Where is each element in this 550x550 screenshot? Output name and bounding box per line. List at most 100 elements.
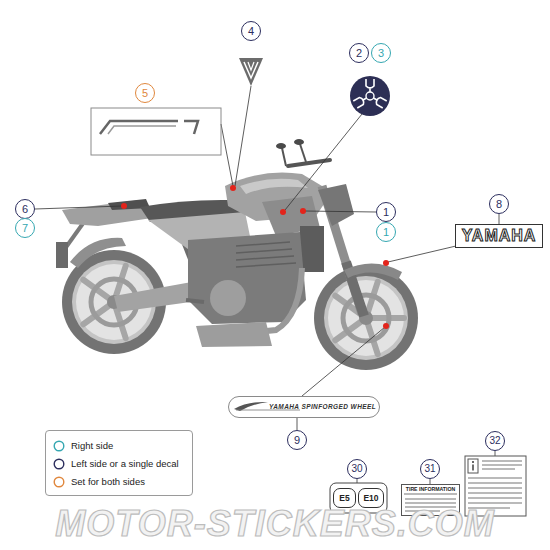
callout-number: 9 xyxy=(287,430,307,450)
callout-label: 3 xyxy=(378,48,384,59)
callout-number: 31 xyxy=(420,459,440,479)
connector-line xyxy=(430,479,431,484)
logo-stripe xyxy=(244,62,258,78)
decal-text: YAMAHA xyxy=(462,228,537,244)
fin xyxy=(236,256,294,260)
text-line xyxy=(468,482,522,483)
front-fender xyxy=(344,263,402,280)
callout-label: 6 xyxy=(22,204,28,215)
callout-number: 1 xyxy=(376,202,396,222)
callout-label: 30 xyxy=(351,464,362,474)
info-icon-bar xyxy=(472,465,473,471)
engine xyxy=(188,232,306,324)
callout-label: 2 xyxy=(356,48,362,59)
headlight xyxy=(318,184,354,226)
connector-line xyxy=(297,418,298,430)
engine-fins xyxy=(236,242,296,267)
position-dot xyxy=(383,323,389,329)
decal-text: E10 xyxy=(363,494,378,503)
footpeg xyxy=(186,300,204,302)
leader-line xyxy=(221,124,233,186)
text-line xyxy=(468,477,522,478)
leader-line xyxy=(388,246,456,262)
mt-logo xyxy=(239,58,263,86)
callout-number: 2 xyxy=(349,43,369,63)
callout-label: 9 xyxy=(294,435,300,446)
callout-label: 4 xyxy=(248,26,254,37)
text-line xyxy=(482,468,515,469)
handlebar xyxy=(288,160,330,166)
legend-text: Left side or a single decal xyxy=(71,459,179,469)
legend-swatch-box xyxy=(53,458,65,470)
watermark: MOTOR-STICKERS.COM xyxy=(0,506,550,542)
callout-label: 7 xyxy=(22,223,28,234)
fuel-sticker: E5 xyxy=(333,488,356,508)
radiator xyxy=(300,226,324,272)
text-line xyxy=(468,487,522,488)
tuning-fork xyxy=(371,95,386,108)
mirror-stem xyxy=(282,148,286,166)
leader-lines xyxy=(35,86,495,483)
position-dot xyxy=(121,203,127,209)
position-dot xyxy=(300,208,306,214)
callout-label: 1 xyxy=(383,227,389,238)
license-plate xyxy=(56,242,68,268)
callout-label: 5 xyxy=(142,88,148,99)
fuel-sticker: E10 xyxy=(358,488,384,508)
wheel-decal: YAMAHA SPINFORGED WHEEL xyxy=(228,396,380,418)
legend-row: Right side xyxy=(53,437,192,455)
callout-number: 3 xyxy=(371,43,391,63)
callout-label: 31 xyxy=(424,464,435,474)
text-line xyxy=(468,497,522,498)
callout-number: 7 xyxy=(15,218,35,238)
stripe-decal xyxy=(184,121,198,134)
info-icon-box xyxy=(468,459,478,473)
text-line xyxy=(468,502,522,503)
info-label-lines xyxy=(468,461,522,508)
callout-label: 32 xyxy=(489,436,500,446)
stripe-decal xyxy=(108,126,176,134)
text-line xyxy=(405,498,456,499)
emblem-disc xyxy=(350,76,390,116)
logo-stripe xyxy=(248,62,254,70)
position-dot xyxy=(383,260,389,266)
leader-line xyxy=(235,86,251,186)
legend-row: Left side or a single decal xyxy=(53,455,192,473)
tuning-fork-emblem xyxy=(350,76,390,116)
text-line xyxy=(468,492,522,493)
decal-text: YAMAHA SPINFORGED WHEEL xyxy=(269,404,376,411)
mirror xyxy=(294,139,304,145)
legend-swatch-box xyxy=(53,440,65,452)
leader-line xyxy=(305,211,376,212)
fin xyxy=(236,249,292,253)
emblem-ring xyxy=(366,92,374,100)
fin xyxy=(236,242,290,246)
tail-section xyxy=(62,200,152,226)
mirror xyxy=(276,143,286,149)
yamaha-decal: YAMAHA xyxy=(455,224,543,248)
callout-number: 6 xyxy=(15,199,35,219)
legend-box: Right sideLeft side or a single decalSet… xyxy=(45,430,193,496)
callout-number: 4 xyxy=(241,21,261,41)
tuning-fork xyxy=(353,95,368,108)
decal-preview-box xyxy=(91,108,221,155)
callout-number: 8 xyxy=(489,194,509,214)
callout-label: 1 xyxy=(383,207,389,218)
callout-number: 5 xyxy=(135,83,155,103)
decal-text: E5 xyxy=(339,494,349,503)
leader-line xyxy=(357,479,358,483)
leader-line xyxy=(285,114,362,210)
position-dot xyxy=(230,185,236,191)
callout-number: 30 xyxy=(347,459,367,479)
legend-swatch xyxy=(54,441,64,451)
muffler xyxy=(196,322,272,347)
text-line xyxy=(405,502,456,503)
legend-text: Set for both sides xyxy=(71,477,145,487)
leader-line xyxy=(302,327,385,396)
tank-highlight xyxy=(240,179,308,194)
legend-swatch xyxy=(54,477,64,487)
decal-positions xyxy=(121,185,389,329)
legend-text: Right side xyxy=(71,441,113,451)
